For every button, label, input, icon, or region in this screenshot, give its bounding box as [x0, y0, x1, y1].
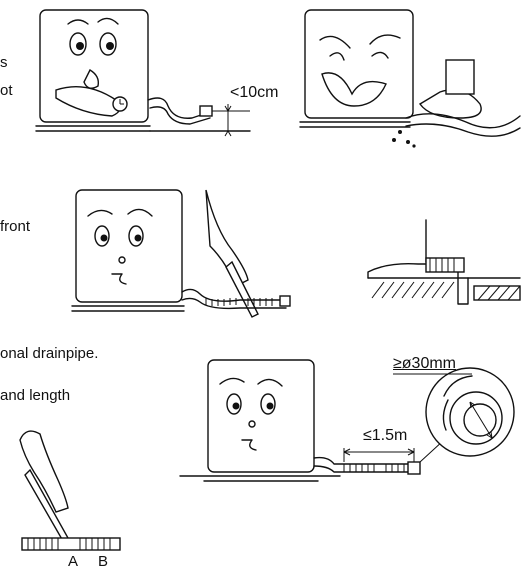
pipe-cutting-illustration — [20, 431, 120, 550]
washer-illustration-bottom — [180, 360, 514, 481]
pipe-section — [426, 258, 464, 272]
washer-illustration-middle — [72, 190, 290, 317]
washer-illustration-top-left — [36, 10, 250, 136]
hand — [206, 190, 248, 286]
washer-illustration-top-right — [300, 10, 520, 148]
extension-pipe — [22, 538, 120, 550]
drain-cross-section — [368, 220, 520, 304]
